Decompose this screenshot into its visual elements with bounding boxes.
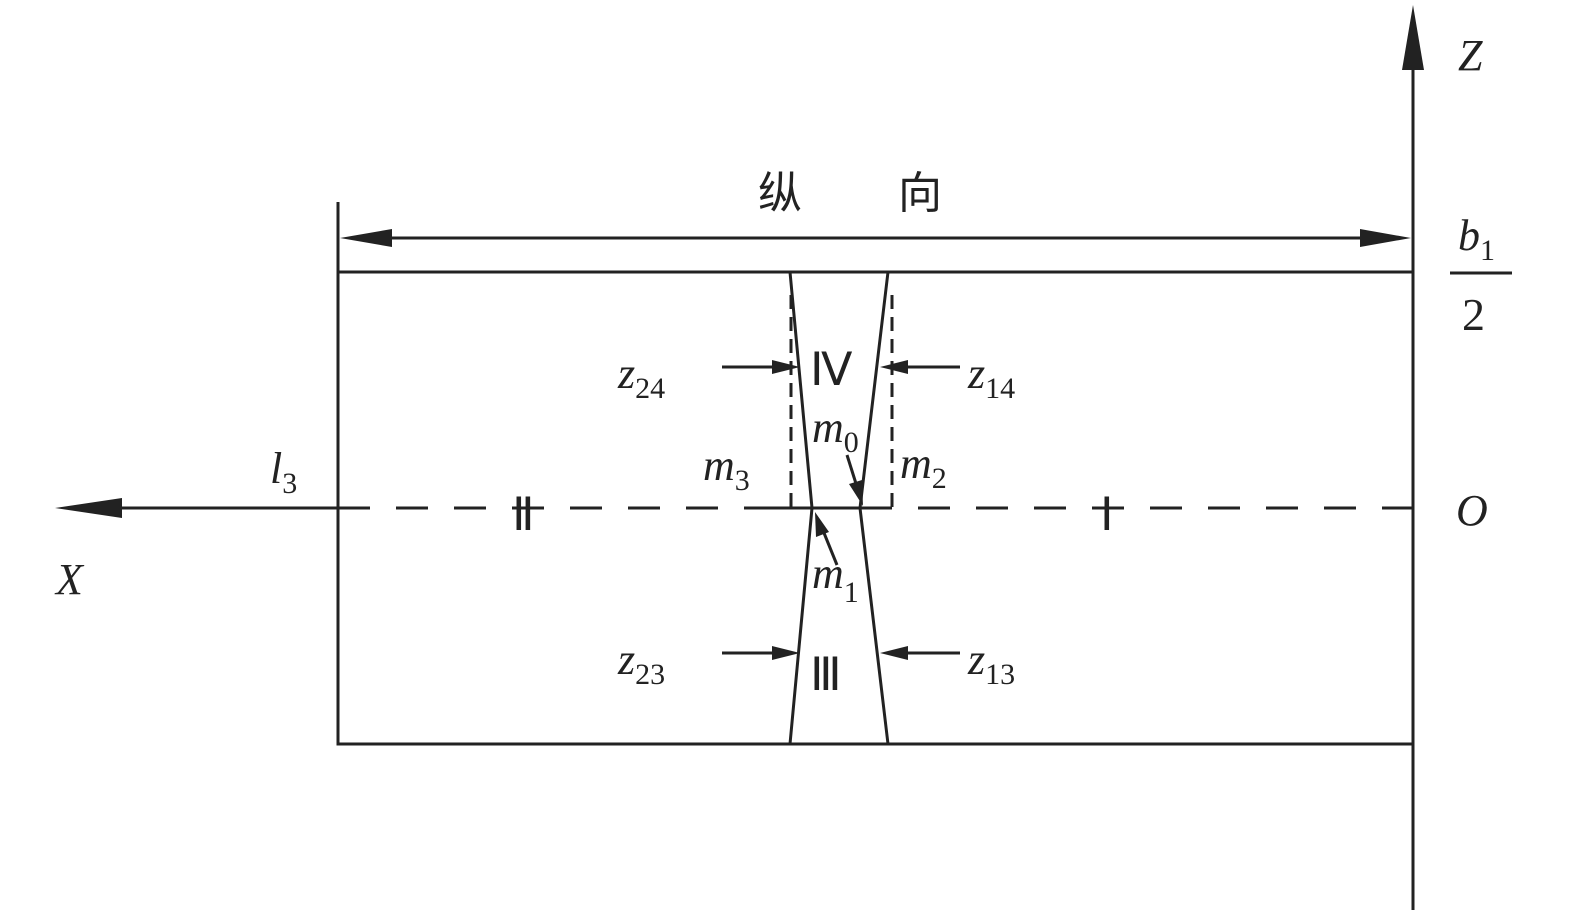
b1-denominator: 2 [1462,289,1485,340]
strip-outline [336,270,1413,746]
z13-label: z13 [967,635,1015,691]
dim-arrow-right-icon [1360,229,1411,247]
b1-label: b1 [1458,211,1495,267]
region-4-label: Ⅳ [810,344,853,395]
z14-label: z14 [967,349,1015,405]
x-axis-label: X [54,555,85,604]
z24-arrow-icon [772,360,800,374]
z-axis-label: Z [1458,31,1483,80]
region-2-label: Ⅱ [512,489,535,540]
l3-label: l3 [270,444,297,500]
region-3-label: Ⅲ [810,649,842,700]
m1-arrow-icon [815,512,829,537]
z23-label: z23 [617,635,665,691]
z14-arrow-icon [880,360,908,374]
m1-arrow-shaft [820,527,839,566]
origin-label: O [1456,486,1488,535]
m1-label: m1 [812,549,859,609]
m3-label: m3 [703,441,750,497]
m0-label: m0 [812,403,859,459]
m2-label: m2 [900,439,947,495]
longitudinal-label-2: 向 [898,168,942,219]
z-axis-arrow-icon [1402,5,1424,70]
longitudinal-label-1: 纵 [758,168,802,219]
dim-arrow-left-icon [340,229,392,247]
z23-arrow-icon [772,646,800,660]
z13-arrow-icon [880,646,908,660]
region-1-label: Ⅰ [1100,489,1114,540]
m0-arrow-icon [849,480,863,506]
x-axis-arrow-icon [55,498,122,518]
z24-label: z24 [617,349,665,405]
